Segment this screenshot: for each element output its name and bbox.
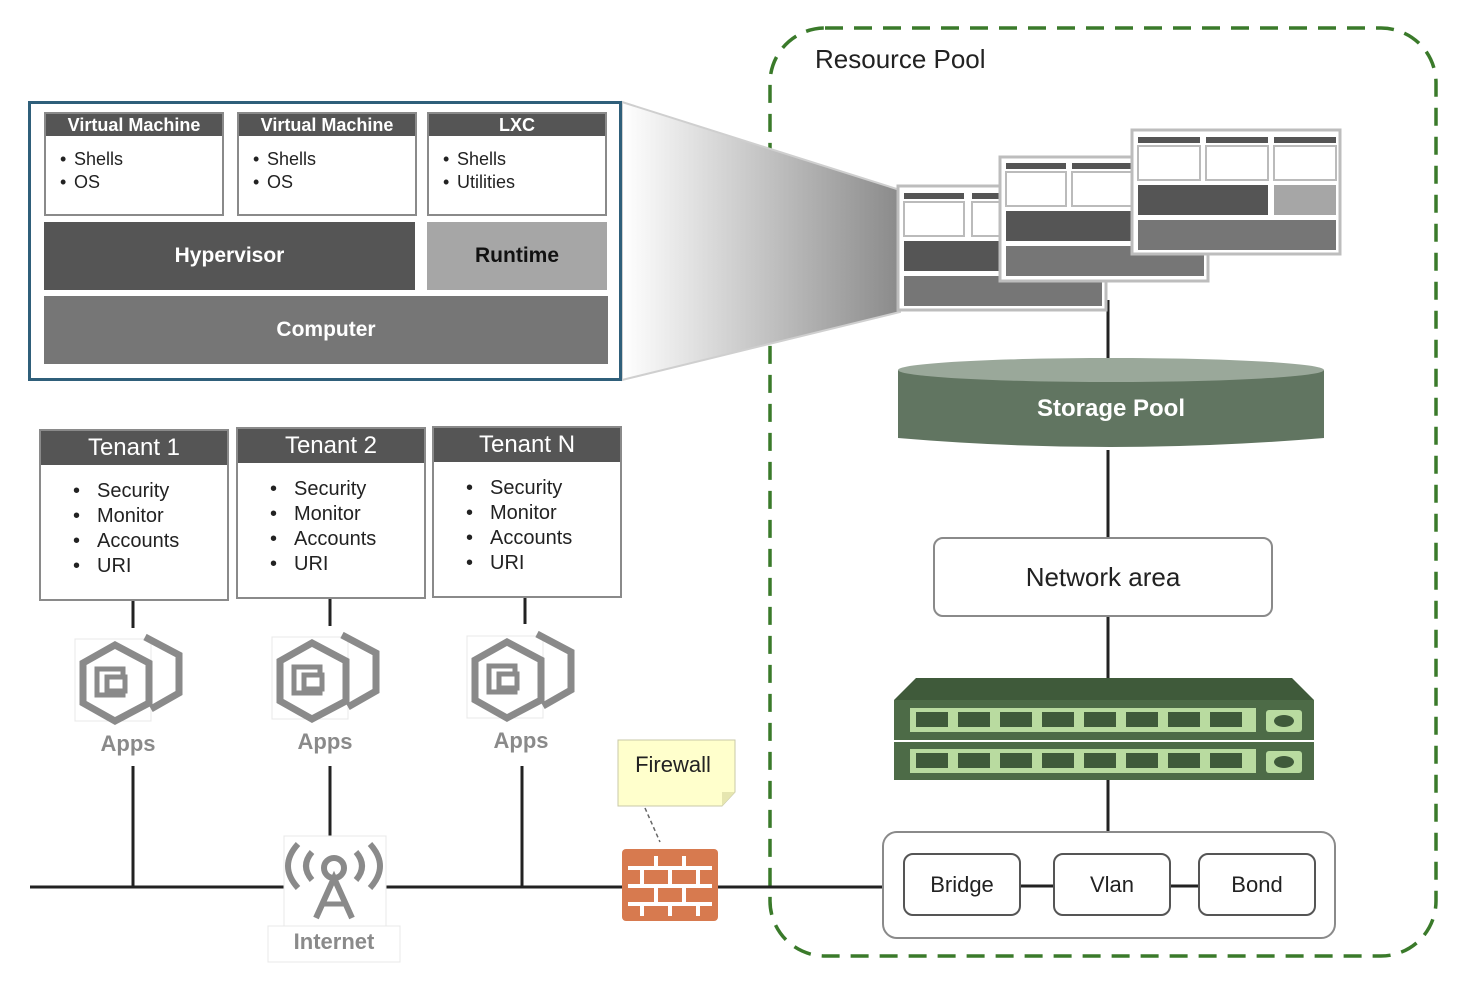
resource-pool-boundary xyxy=(768,26,1438,958)
firewall-icon xyxy=(622,849,718,921)
tenant-card: Tenant 2 Security Monitor Accounts URI xyxy=(236,427,426,599)
tenant-card: Tenant 1 Security Monitor Accounts URI xyxy=(39,429,229,601)
computer-layer: Computer xyxy=(44,296,608,364)
vm-item: Utilities xyxy=(429,171,605,194)
apps-icon xyxy=(271,631,380,723)
firewall-callout-line xyxy=(644,807,661,843)
tenant-item: Monitor xyxy=(258,502,424,527)
bridge-label: Bridge xyxy=(930,871,994,897)
bridge-box: Bridge xyxy=(903,853,1021,916)
internet-label: Internet xyxy=(293,929,375,954)
runtime-layer: Runtime xyxy=(427,222,607,290)
vm-item: Shells xyxy=(239,148,415,171)
vm-column-title: LXC xyxy=(429,114,605,136)
tenant-item: Accounts xyxy=(258,527,424,552)
tenant-item: URI xyxy=(454,551,620,576)
storage-pool-icon xyxy=(898,358,1324,447)
hypervisor-layer: Hypervisor xyxy=(44,222,415,290)
zoom-funnel xyxy=(621,100,901,382)
vm-column-title: Virtual Machine xyxy=(239,114,415,136)
vlan-box: Vlan xyxy=(1053,853,1171,916)
vm-column-1: Virtual Machine Shells OS xyxy=(44,112,224,216)
vm-item: Shells xyxy=(429,148,605,171)
vm-column-title: Virtual Machine xyxy=(46,114,222,136)
tenant-item: URI xyxy=(258,552,424,577)
tenant-title: Tenant 2 xyxy=(238,429,424,463)
tenant-item: Security xyxy=(61,479,227,504)
network-switch-icon xyxy=(894,678,1314,780)
vm-item: Shells xyxy=(46,148,222,171)
lxc-column: LXC Shells Utilities xyxy=(427,112,607,216)
tenant-item: Accounts xyxy=(61,529,227,554)
bond-box: Bond xyxy=(1198,853,1316,916)
tenant-item: URI xyxy=(61,554,227,579)
resource-pool-title: Resource Pool xyxy=(815,44,986,74)
storage-pool-label: Storage Pool xyxy=(1036,395,1186,422)
apps-label: Apps xyxy=(297,729,353,754)
tenant-title: Tenant N xyxy=(434,428,620,462)
virtualization-stack-panel: Virtual Machine Shells OS Virtual Machin… xyxy=(28,101,622,381)
tenant-item: Monitor xyxy=(61,504,227,529)
apps-icon xyxy=(74,633,183,725)
internet-tower-icon xyxy=(267,835,401,963)
vm-column-2: Virtual Machine Shells OS xyxy=(237,112,417,216)
firewall-label: Firewall xyxy=(635,752,711,777)
apps-icon xyxy=(466,630,575,722)
vlan-label: Vlan xyxy=(1089,871,1135,897)
apps-label: Apps xyxy=(493,728,549,753)
tenant-item: Security xyxy=(258,477,424,502)
tenant-item: Monitor xyxy=(454,501,620,526)
tenant-item: Security xyxy=(454,476,620,501)
server-stack-icon xyxy=(896,128,1342,312)
network-area-label: Network area xyxy=(1025,561,1181,592)
network-area-box: Network area xyxy=(933,537,1273,617)
vm-item: OS xyxy=(46,171,222,194)
tenant-title: Tenant 1 xyxy=(41,431,227,465)
tenant-item: Accounts xyxy=(454,526,620,551)
tenant-card: Tenant N Security Monitor Accounts URI xyxy=(432,426,622,598)
bond-label: Bond xyxy=(1231,871,1283,897)
vm-item: OS xyxy=(239,171,415,194)
apps-label: Apps xyxy=(100,731,156,756)
